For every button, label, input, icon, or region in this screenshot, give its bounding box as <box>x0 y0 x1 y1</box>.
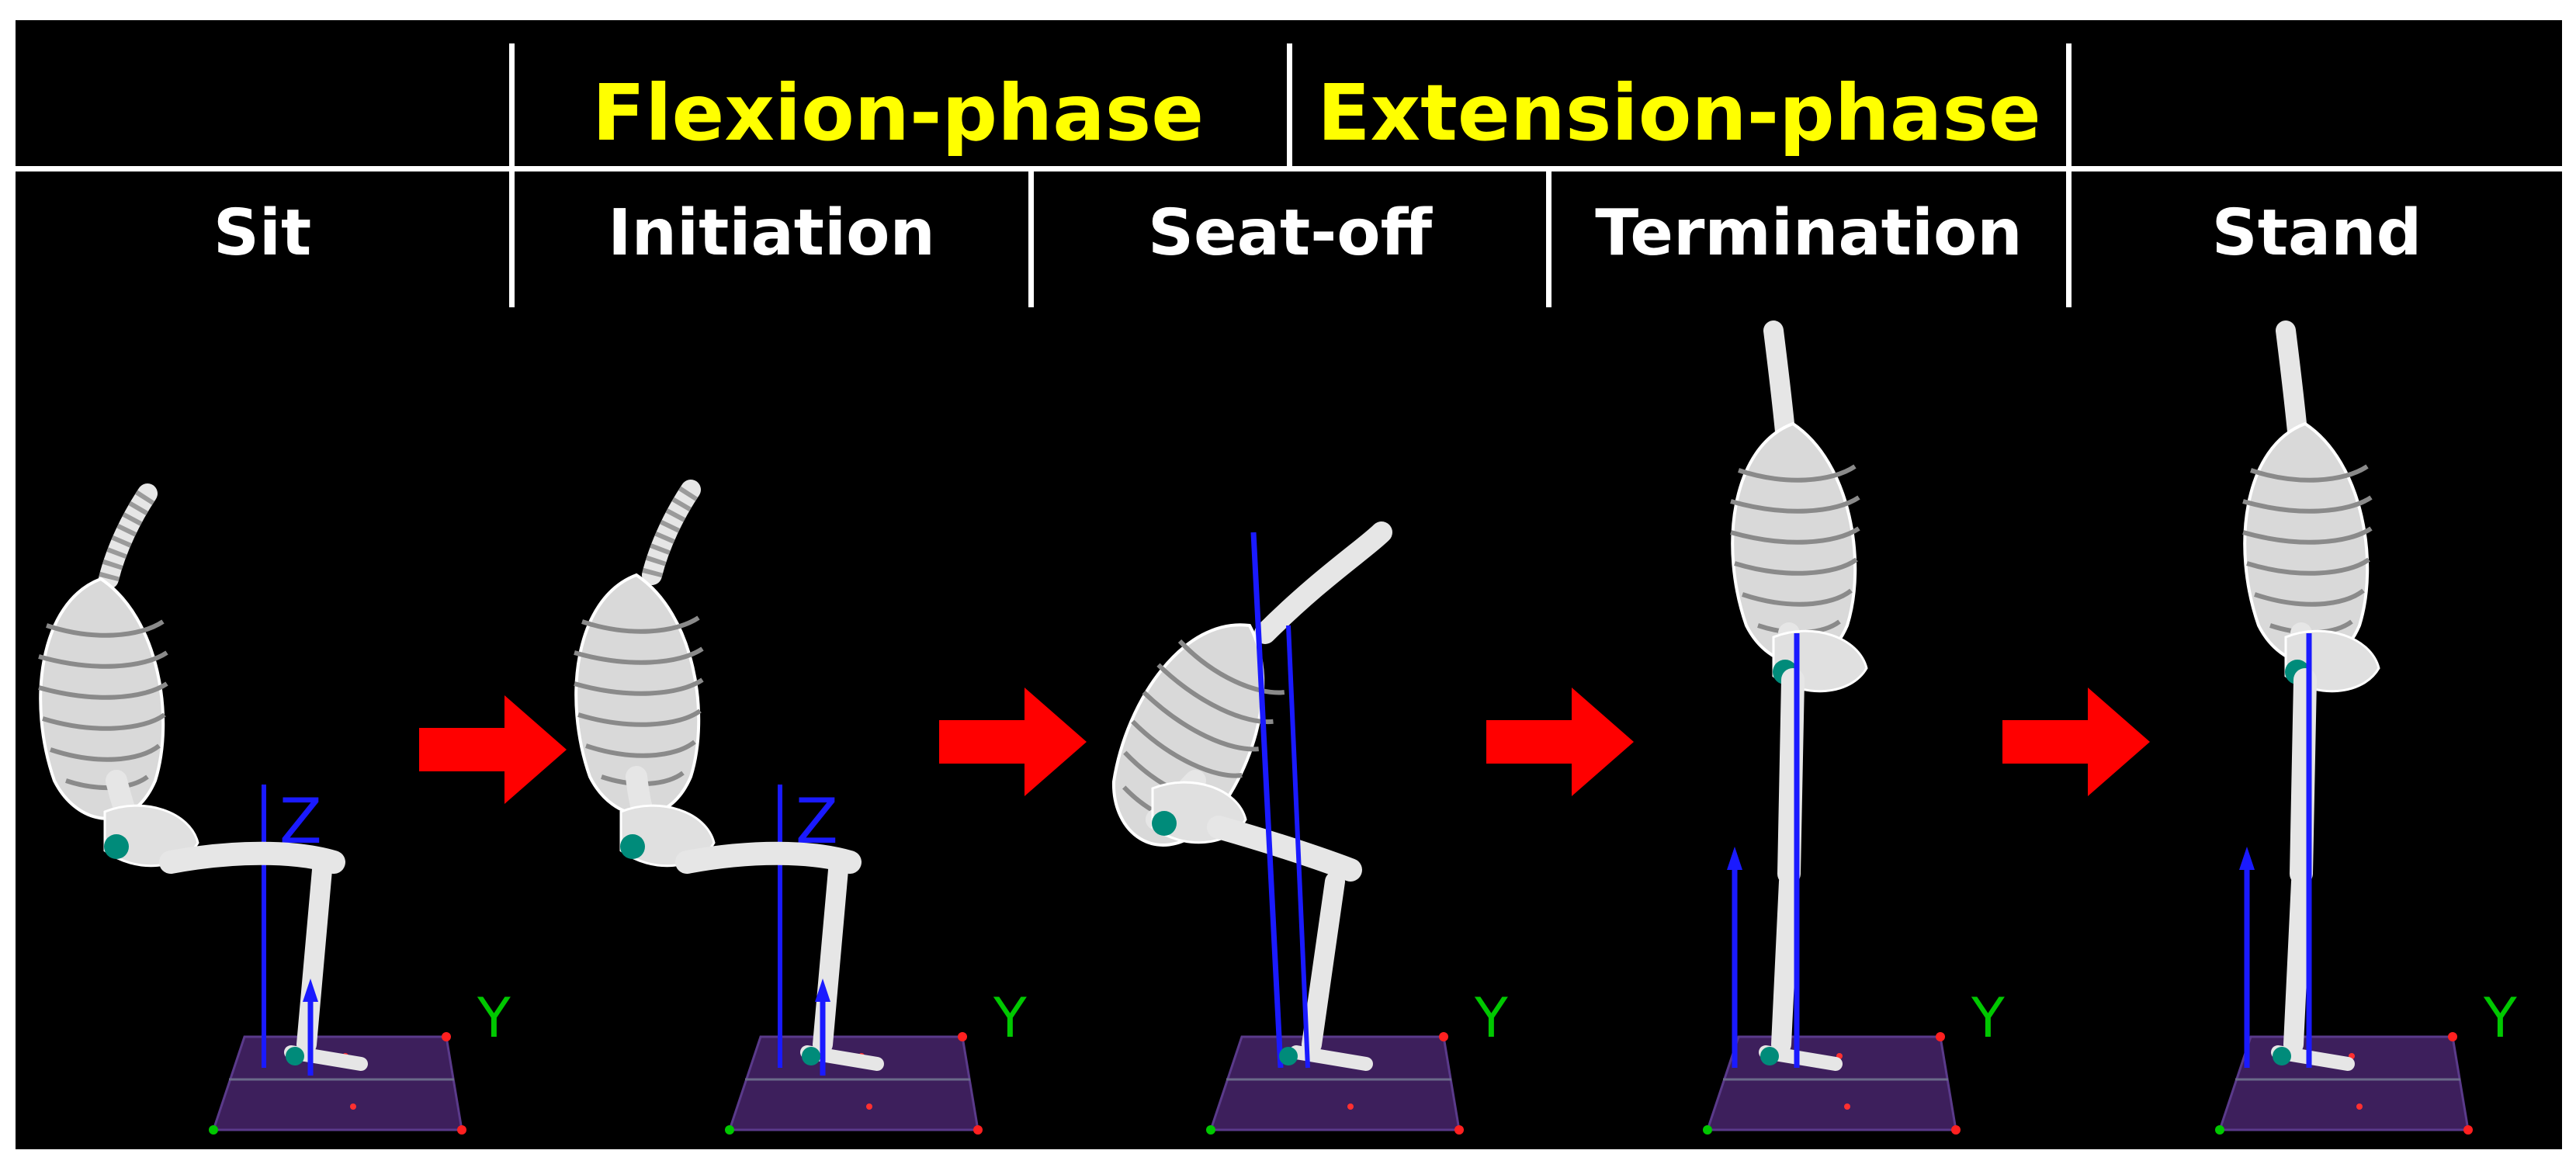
right-arrow-icon <box>939 688 1087 796</box>
column-divider-1 <box>509 43 515 307</box>
skeleton-scene: Z Y Z Y <box>16 320 2517 1136</box>
axis-y-label: Y <box>993 986 1027 1050</box>
axis-y-label: Y <box>1474 986 1508 1050</box>
skeleton-termination: Y <box>1701 320 2005 1136</box>
flexion-phase-label: Flexion-phase <box>591 68 1205 158</box>
figure-frame: Flexion-phase Extension-phase Sit Initia… <box>16 20 2562 1149</box>
axis-y-label: Y <box>2483 986 2517 1050</box>
column-divider-3 <box>1546 171 1551 307</box>
step-label-initiation: Initiation <box>608 196 935 270</box>
column-divider-4 <box>2066 43 2072 307</box>
skeleton-seat-off: Y <box>1082 521 1508 1136</box>
axis-y-label: Y <box>1971 986 2005 1050</box>
skeleton-sit: Z Y <box>39 494 511 1136</box>
column-divider-top-mid <box>1287 43 1292 169</box>
skeleton-stand: Y <box>2214 320 2517 1136</box>
right-arrow-icon <box>2002 688 2150 796</box>
column-divider-2 <box>1028 171 1034 307</box>
step-label-termination: Termination <box>1595 196 2023 270</box>
right-arrow-icon <box>1486 688 1634 796</box>
axis-y-label: Y <box>477 986 511 1050</box>
step-label-sit: Sit <box>213 196 312 270</box>
step-label-seat-off: Seat-off <box>1148 196 1432 270</box>
skeleton-initiation: Z Y <box>574 490 1027 1136</box>
extension-phase-label: Extension-phase <box>1317 68 2041 158</box>
step-label-stand: Stand <box>2211 196 2422 270</box>
right-arrow-icon <box>419 695 567 804</box>
